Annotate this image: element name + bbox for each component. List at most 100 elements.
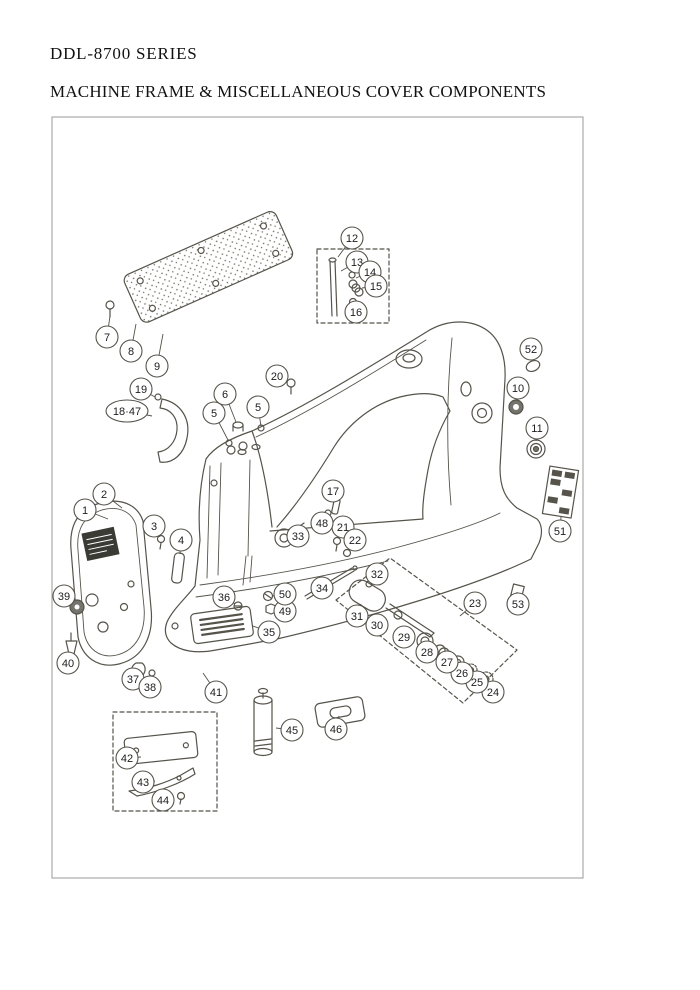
svg-text:6: 6 bbox=[222, 389, 228, 401]
svg-text:20: 20 bbox=[271, 371, 283, 383]
svg-text:1: 1 bbox=[82, 505, 88, 517]
callout-29: 29 bbox=[392, 625, 416, 649]
face-plate-assembly bbox=[65, 500, 185, 666]
callout-17: 17 bbox=[321, 479, 345, 503]
svg-text:50: 50 bbox=[279, 589, 291, 601]
callout-41: 41 bbox=[202, 672, 228, 704]
svg-text:41: 41 bbox=[210, 687, 222, 699]
svg-text:46: 46 bbox=[330, 724, 342, 736]
callout-42: 42 bbox=[115, 746, 142, 770]
callout-2: 2 bbox=[92, 482, 123, 509]
callout-5: 5 bbox=[202, 401, 229, 441]
callout-34: 34 bbox=[310, 576, 334, 600]
callout-7: 7 bbox=[95, 315, 119, 349]
svg-text:28: 28 bbox=[421, 647, 433, 659]
series-title: DDL-8700 SERIES bbox=[50, 44, 198, 63]
svg-text:21: 21 bbox=[337, 522, 349, 534]
svg-text:17: 17 bbox=[327, 486, 339, 498]
name-plate bbox=[81, 526, 120, 562]
svg-text:24: 24 bbox=[487, 687, 499, 699]
callout-4: 4 bbox=[169, 528, 193, 555]
svg-text:10: 10 bbox=[512, 383, 524, 395]
svg-text:23: 23 bbox=[469, 598, 481, 610]
callout-52: 52 bbox=[519, 337, 543, 362]
svg-text:51: 51 bbox=[554, 526, 566, 538]
callout-43: 43 bbox=[131, 770, 156, 794]
callout-16: 16 bbox=[344, 300, 368, 324]
svg-text:33: 33 bbox=[292, 531, 304, 543]
callout-36: 36 bbox=[212, 585, 236, 609]
svg-text:13: 13 bbox=[351, 257, 363, 269]
svg-text:3: 3 bbox=[151, 521, 157, 533]
svg-text:35: 35 bbox=[263, 627, 275, 639]
callout-32: 32 bbox=[365, 562, 389, 586]
callout-40: 40 bbox=[56, 651, 80, 675]
callout-38: 38 bbox=[138, 675, 162, 699]
callout-15: 15 bbox=[361, 274, 388, 298]
callout-46: 46 bbox=[324, 715, 348, 741]
callout-39: 39 bbox=[52, 584, 76, 608]
callout-1: 1 bbox=[73, 498, 109, 522]
svg-text:5: 5 bbox=[255, 402, 261, 414]
tension-pin-group bbox=[328, 257, 364, 317]
callout-8: 8 bbox=[119, 323, 143, 363]
svg-text:45: 45 bbox=[286, 725, 298, 737]
svg-text:42: 42 bbox=[121, 753, 133, 765]
diagram-border bbox=[51, 116, 584, 879]
svg-text:16: 16 bbox=[350, 307, 362, 319]
svg-text:27: 27 bbox=[441, 657, 453, 669]
svg-text:11: 11 bbox=[531, 423, 542, 435]
svg-text:44: 44 bbox=[157, 795, 169, 807]
svg-text:36: 36 bbox=[218, 592, 230, 604]
svg-text:39: 39 bbox=[58, 591, 70, 603]
svg-text:32: 32 bbox=[371, 569, 383, 581]
callout-10: 10 bbox=[506, 376, 530, 401]
callout-44: 44 bbox=[151, 788, 175, 812]
callout-6: 6 bbox=[213, 382, 237, 423]
callout-35: 35 bbox=[252, 620, 281, 644]
callout-50: 50 bbox=[271, 582, 297, 606]
svg-text:31: 31 bbox=[351, 611, 363, 623]
svg-text:30: 30 bbox=[371, 620, 383, 632]
callout-33: 33 bbox=[286, 524, 310, 548]
arm-thread-guide bbox=[154, 393, 189, 463]
svg-text:48: 48 bbox=[316, 518, 328, 530]
callout-19: 19 bbox=[129, 377, 156, 401]
svg-text:25: 25 bbox=[471, 677, 483, 689]
callout-27: 27 bbox=[435, 650, 459, 674]
svg-text:4: 4 bbox=[178, 535, 184, 547]
callout-22: 22 bbox=[343, 528, 367, 552]
callout-45: 45 bbox=[275, 718, 304, 742]
svg-text:29: 29 bbox=[398, 632, 410, 644]
svg-text:12: 12 bbox=[346, 233, 358, 245]
svg-text:22: 22 bbox=[349, 535, 361, 547]
bed-bottom-parts bbox=[130, 662, 366, 757]
spec-label-plate bbox=[541, 465, 580, 519]
callout-53: 53 bbox=[506, 591, 530, 616]
svg-text:9: 9 bbox=[154, 361, 160, 373]
svg-text:18·47: 18·47 bbox=[113, 406, 141, 418]
svg-text:7: 7 bbox=[104, 332, 110, 344]
svg-text:53: 53 bbox=[512, 599, 524, 611]
bed-slide-plate bbox=[171, 590, 277, 645]
svg-text:40: 40 bbox=[62, 658, 74, 670]
svg-text:38: 38 bbox=[144, 682, 156, 694]
shaft-and-bush-group bbox=[348, 579, 435, 638]
callout-31: 31 bbox=[345, 603, 369, 628]
callout-28: 28 bbox=[415, 640, 439, 664]
svg-text:5: 5 bbox=[211, 408, 217, 420]
callout-49: 49 bbox=[273, 599, 297, 623]
svg-text:49: 49 bbox=[279, 606, 291, 618]
svg-text:43: 43 bbox=[137, 777, 149, 789]
side-cover-plate bbox=[105, 211, 294, 323]
callout-23: 23 bbox=[459, 591, 487, 617]
page-subtitle: MACHINE FRAME & MISCELLANEOUS COVER COMP… bbox=[50, 82, 547, 101]
callout-9: 9 bbox=[145, 333, 169, 378]
callout-20: 20 bbox=[265, 364, 289, 388]
callout-48: 48 bbox=[310, 511, 334, 535]
callout-30: 30 bbox=[365, 613, 389, 637]
callout-12: 12 bbox=[337, 226, 364, 258]
callout-11: 11 bbox=[525, 416, 549, 442]
svg-text:52: 52 bbox=[525, 344, 537, 356]
callout-18·47: 18·47 bbox=[105, 399, 153, 423]
